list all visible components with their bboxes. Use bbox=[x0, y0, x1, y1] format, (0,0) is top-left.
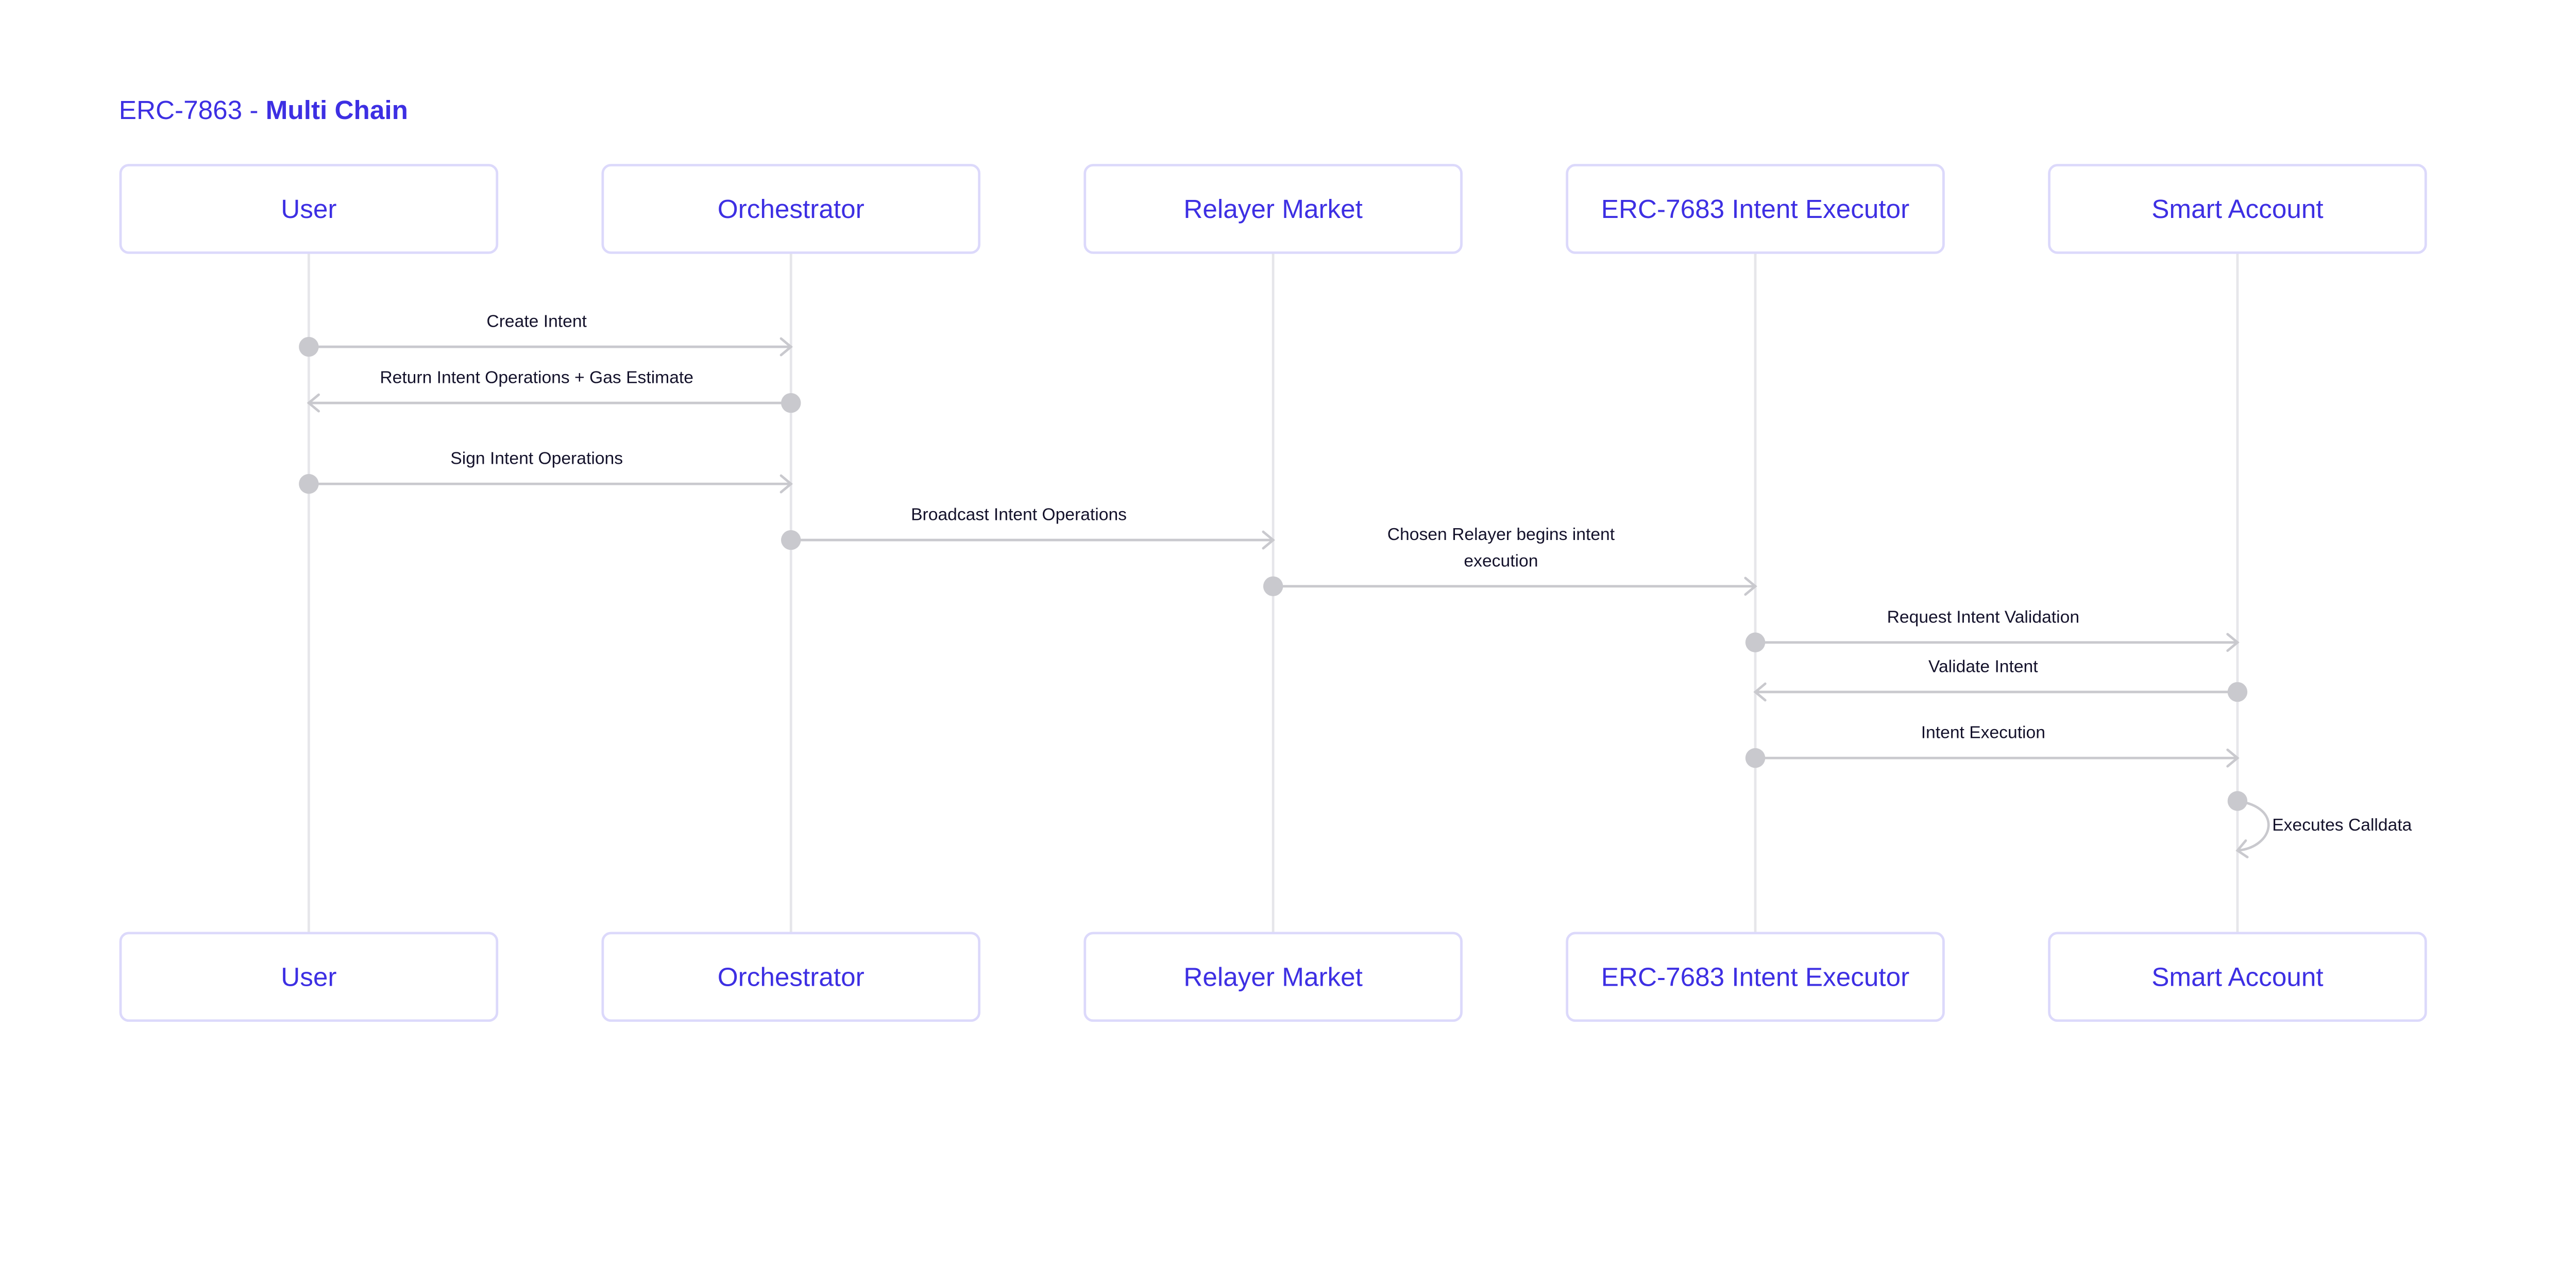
participant-orchestrator-top: Orchestrator bbox=[601, 164, 981, 254]
message-label: Broadcast Intent Operations bbox=[911, 505, 1127, 525]
participant-label: User bbox=[281, 194, 336, 224]
participant-user-bottom: User bbox=[119, 932, 499, 1022]
message-origin-dot bbox=[1745, 632, 1766, 653]
arrowhead-icon bbox=[2226, 633, 2240, 652]
participant-box bbox=[1083, 932, 1463, 1022]
message: Request Intent Validation bbox=[1745, 607, 2240, 653]
self-arrow bbox=[2236, 800, 2270, 852]
sequence-diagram: ERC-7863 - Multi Chain UserUserOrchestra… bbox=[119, 95, 2427, 1022]
participant-label: Orchestrator bbox=[718, 194, 865, 224]
participant-label: ERC-7683 Intent Executor bbox=[1601, 962, 1909, 991]
message-label: Request Intent Validation bbox=[1887, 607, 2079, 627]
diagram-title: ERC-7863 - Multi Chain bbox=[119, 95, 408, 125]
message: Sign Intent Operations bbox=[299, 449, 793, 494]
title-prefix: ERC-7863 - bbox=[119, 95, 266, 125]
message-origin-dot bbox=[2227, 682, 2248, 702]
message: Create Intent bbox=[299, 312, 793, 357]
title-bold: Multi Chain bbox=[266, 95, 408, 125]
arrowhead-icon bbox=[1744, 577, 1757, 596]
message-origin-dot bbox=[781, 393, 801, 413]
participant-box bbox=[2048, 164, 2427, 254]
arrowhead-icon bbox=[307, 393, 320, 413]
participant-orchestrator-bottom: Orchestrator bbox=[601, 932, 981, 1022]
participant-label: Smart Account bbox=[2151, 194, 2323, 224]
message-label: Intent Execution bbox=[1921, 723, 2045, 742]
message-origin-dot bbox=[1745, 748, 1766, 768]
message-label: execution bbox=[1464, 551, 1538, 570]
participant-box bbox=[119, 932, 499, 1022]
participant-box bbox=[119, 164, 499, 254]
arrowhead-icon bbox=[779, 337, 793, 357]
participant-relayer-market-top: Relayer Market bbox=[1083, 164, 1463, 254]
participant-box bbox=[1083, 164, 1463, 254]
arrowhead-icon bbox=[2226, 748, 2240, 768]
participant-label: Relayer Market bbox=[1183, 194, 1363, 224]
message: Intent Execution bbox=[1745, 723, 2240, 768]
message: Validate Intent bbox=[1753, 657, 2248, 702]
participant-label: Orchestrator bbox=[718, 962, 865, 991]
participant-smart-account-top: Smart Account bbox=[2048, 164, 2427, 254]
arrowhead-icon bbox=[2235, 839, 2249, 858]
participant-box bbox=[601, 932, 981, 1022]
message-origin-dot bbox=[2227, 791, 2248, 811]
participant-label: Smart Account bbox=[2151, 962, 2323, 991]
message: Executes Calldata bbox=[2227, 791, 2412, 858]
participant-smart-account-bottom: Smart Account bbox=[2048, 932, 2427, 1022]
message-label: Executes Calldata bbox=[2272, 816, 2412, 835]
message-label: Create Intent bbox=[486, 312, 587, 331]
message-label: Return Intent Operations + Gas Estimate bbox=[380, 368, 693, 387]
message-origin-dot bbox=[299, 336, 319, 357]
arrowhead-icon bbox=[1262, 530, 1275, 550]
message: Return Intent Operations + Gas Estimate bbox=[307, 368, 801, 413]
participant-relayer-market-bottom: Relayer Market bbox=[1083, 932, 1463, 1022]
message-label: Sign Intent Operations bbox=[450, 449, 623, 468]
participant-box bbox=[1566, 164, 1945, 254]
participant-label: Relayer Market bbox=[1183, 962, 1363, 991]
message-label: Validate Intent bbox=[1928, 657, 2038, 676]
participant-erc-7683-intent-executor-bottom: ERC-7683 Intent Executor bbox=[1566, 932, 1945, 1022]
participant-label: ERC-7683 Intent Executor bbox=[1601, 194, 1909, 224]
message: Chosen Relayer begins intent execution bbox=[1263, 525, 1757, 597]
arrowhead-icon bbox=[779, 474, 793, 494]
participant-box bbox=[1566, 932, 1945, 1022]
message-origin-dot bbox=[1263, 576, 1283, 597]
participant-erc-7683-intent-executor-top: ERC-7683 Intent Executor bbox=[1566, 164, 1945, 254]
participants: UserUserOrchestratorOrchestratorRelayer … bbox=[119, 164, 2427, 1022]
message: Broadcast Intent Operations bbox=[781, 505, 1275, 550]
message-label: Chosen Relayer begins intent bbox=[1387, 525, 1615, 544]
arrowhead-icon bbox=[1753, 682, 1767, 702]
message-origin-dot bbox=[781, 530, 801, 550]
message-origin-dot bbox=[299, 474, 319, 494]
participant-box bbox=[601, 164, 981, 254]
participant-box bbox=[2048, 932, 2427, 1022]
participant-user-top: User bbox=[119, 164, 499, 254]
participant-label: User bbox=[281, 962, 336, 991]
